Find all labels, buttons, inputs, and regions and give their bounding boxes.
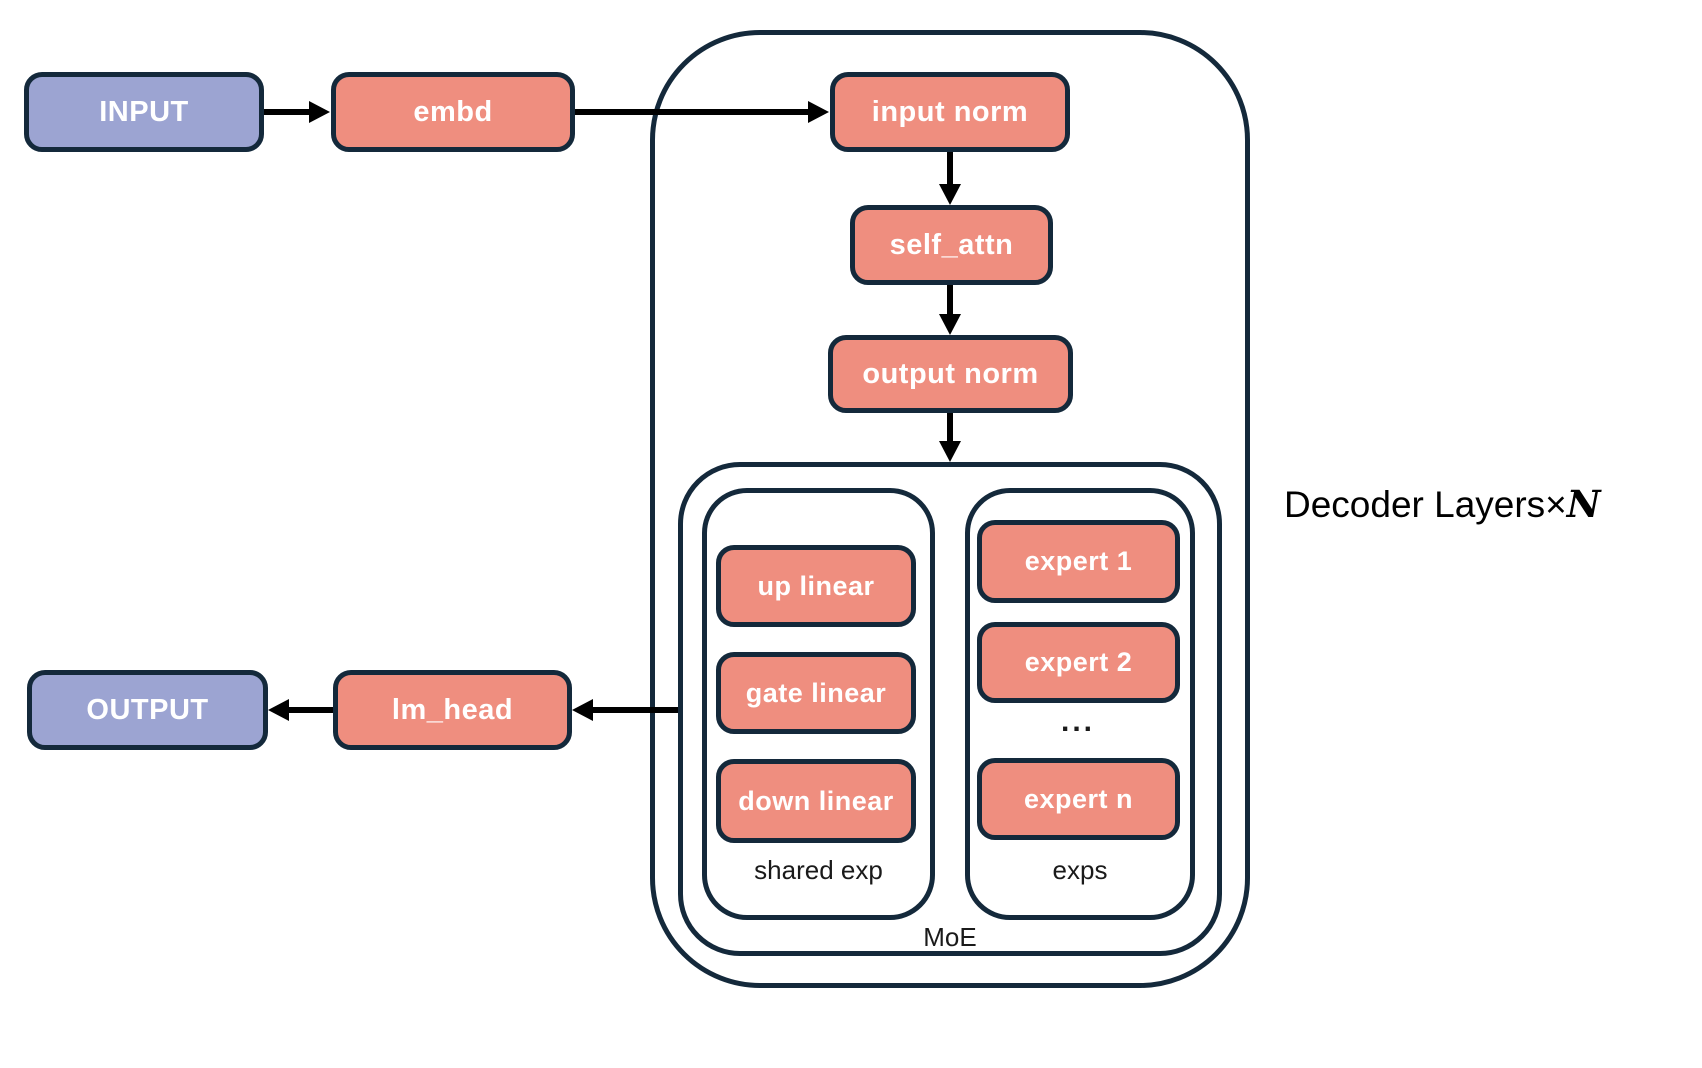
decoder-layers-text: Decoder Layers× [1284,484,1567,525]
arrow-inputnorm-to-selfattn-head [939,184,961,205]
expert-1-node: expert 1 [977,520,1180,603]
moe-container: MoE [678,462,1222,956]
lm-head-node: lm_head [333,670,572,750]
arrow-moe-to-lmhead-line [593,707,678,713]
shared-exp-label: shared exp [754,855,883,885]
output-node: OUTPUT [27,670,268,750]
arrow-embd-to-inputnorm-head [808,101,829,123]
decoder-layers-repeat-label: Decoder Layers×N [1284,482,1601,526]
arrow-moe-to-lmhead-head [572,699,593,721]
arrow-outputnorm-to-moe-line [947,413,953,442]
self-attn-node: self_attn [850,205,1053,285]
arrow-outputnorm-to-moe-head [939,441,961,462]
repeat-count-n: N [1566,482,1601,526]
up-linear-node: up linear [716,545,916,627]
gate-linear-node: gate linear [716,652,916,734]
embd-node: embd [331,72,575,152]
arrow-lmhead-to-output-line [289,707,333,713]
arrow-input-to-embd-line [264,109,311,115]
expert-2-node: expert 2 [977,622,1180,703]
arrow-selfattn-to-outputnorm-line [947,285,953,315]
expert-n-node: expert n [977,758,1180,840]
arrow-selfattn-to-outputnorm-head [939,314,961,335]
input-node: INPUT [24,72,264,152]
shared-exp-container: shared exp [702,488,935,920]
decoder-layers-container [650,30,1250,988]
arrow-lmhead-to-output-head [268,699,289,721]
output-norm-node: output norm [828,335,1073,413]
arrow-input-to-embd-head [309,101,330,123]
input-norm-node: input norm [830,72,1070,152]
moe-label: MoE [923,922,977,952]
arrow-embd-to-inputnorm-line [575,109,809,115]
arrow-inputnorm-to-selfattn-line [947,152,953,185]
down-linear-node: down linear [716,759,916,843]
experts-ellipsis: ... [1060,705,1095,738]
exps-container: exps [965,488,1195,920]
exps-label: exps [1052,855,1108,885]
